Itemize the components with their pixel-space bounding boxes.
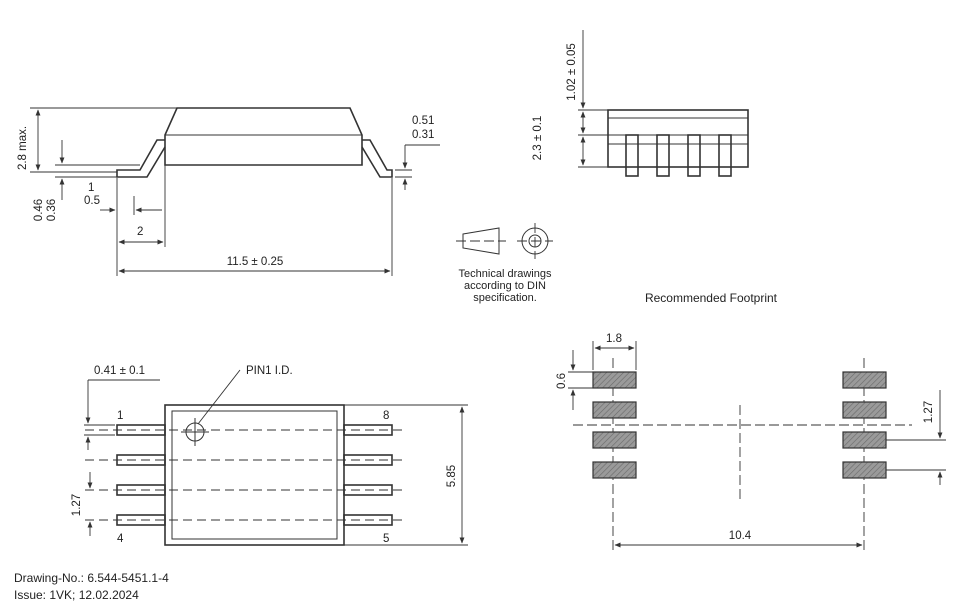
projection-note-line-2: according to DIN — [464, 280, 546, 292]
projection-note-line-3: specification. — [473, 292, 537, 304]
footprint-title: Recommended Footprint — [645, 291, 778, 305]
dim-lead-span: 2 — [137, 226, 143, 238]
dim-overall-length: 11.5 ± 0.25 — [227, 256, 284, 268]
top-leads-right — [343, 424, 393, 526]
pin-number-8: 8 — [383, 410, 389, 422]
projection-note-line-1: Technical drawings — [459, 268, 552, 280]
footprint-pads-left — [592, 371, 637, 479]
drawing-number: Drawing-No.: 6.544-5451.1-4 — [14, 571, 169, 585]
top-body — [164, 404, 345, 546]
end-leads — [625, 134, 732, 177]
end-view: 1.02 ± 0.05 2.3 ± 0.1 — [532, 30, 749, 177]
drawing-footer: Drawing-No.: 6.544-5451.1-4 Issue: 1VK; … — [14, 570, 169, 604]
dim-lead-width: 0.41 ± 0.1 — [94, 365, 145, 377]
dim-lead-foot-b: 0.5 — [84, 195, 100, 207]
side-lead-left — [116, 139, 166, 178]
issue-info: Issue: 1VK; 12.02.2024 — [14, 588, 139, 602]
pin-number-5: 5 — [383, 533, 389, 545]
top-leads-left — [116, 424, 166, 526]
dim-height-max: 2.8 max. — [17, 126, 29, 170]
dim-pitch: 1.27 — [71, 494, 83, 516]
dim-lead-thickness-max: 0.46 — [33, 199, 45, 221]
dim-lead-thickness-min: 0.36 — [46, 199, 58, 221]
pin-number-1: 1 — [117, 410, 123, 422]
dim-standoff-min: 0.31 — [412, 129, 434, 141]
end-body — [607, 109, 749, 168]
dim-pad-span: 10.4 — [729, 530, 752, 542]
dim-lead-foot-a: 1 — [88, 182, 94, 194]
top-view: PIN1 I.D. 1 8 4 5 0.41 ± 0.1 — [71, 365, 468, 546]
footprint-pads-right — [842, 371, 887, 479]
dim-footprint-pitch: 1.27 — [923, 401, 935, 423]
dim-top-offset: 1.02 ± 0.05 — [566, 43, 578, 100]
pin1-label: PIN1 I.D. — [246, 365, 293, 377]
dim-body-height: 2.3 ± 0.1 — [532, 116, 544, 161]
pin-number-4: 4 — [117, 533, 124, 545]
dim-standoff-max: 0.51 — [412, 115, 434, 127]
footprint-view: Recommended Footprint 1.8 0.6 — [556, 291, 946, 550]
dim-pad-length: 1.8 — [606, 333, 622, 345]
dim-body-width: 5.85 — [446, 465, 458, 487]
projection-symbol: Technical drawings according to DIN spec… — [456, 223, 553, 304]
side-body-outline — [164, 107, 363, 166]
side-view: 2.8 max. 0.46 0.36 1 0.5 2 11.5 ± 0.25 0… — [17, 107, 440, 276]
side-lead-right — [361, 139, 393, 178]
projection-cone-icon — [462, 227, 500, 255]
dim-pad-width: 0.6 — [556, 373, 568, 389]
